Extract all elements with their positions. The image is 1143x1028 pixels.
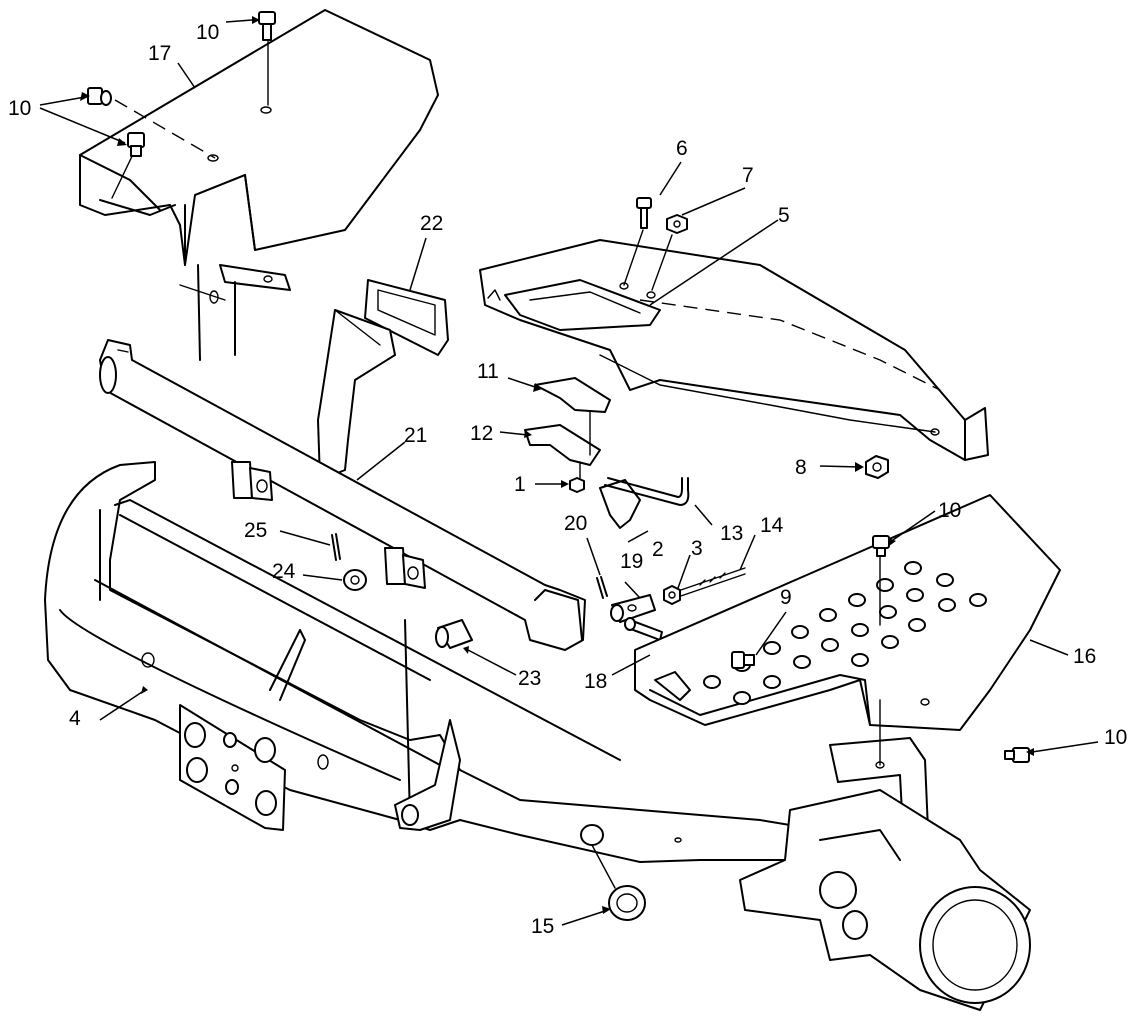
callout-1: 1 bbox=[514, 473, 526, 496]
part-13-rod bbox=[604, 477, 690, 506]
callout-4: 4 bbox=[69, 707, 81, 730]
part-14-cable bbox=[674, 567, 746, 599]
part-11-bracket bbox=[534, 377, 611, 413]
callout-8: 8 bbox=[795, 456, 807, 479]
part-25-cotter-pin bbox=[331, 533, 341, 561]
nut-1 bbox=[569, 477, 585, 493]
callout-22: 22 bbox=[420, 212, 443, 235]
callout-10-top: 10 bbox=[196, 21, 219, 44]
frame-upright-bracket bbox=[394, 719, 461, 831]
shaft-mount-right bbox=[384, 547, 426, 589]
bolt-10-top bbox=[258, 11, 276, 41]
callout-21: 21 bbox=[404, 424, 427, 447]
callout-5: 5 bbox=[778, 204, 790, 227]
pedal-arm bbox=[317, 309, 396, 481]
callout-17: 17 bbox=[148, 42, 171, 65]
part-21-shaft bbox=[99, 339, 586, 651]
callout-10-footrest: 10 bbox=[938, 499, 961, 522]
part-17-cover bbox=[79, 9, 439, 266]
part-5-plate bbox=[479, 239, 989, 461]
callout-25: 25 bbox=[244, 519, 267, 542]
part-23-pin bbox=[435, 619, 473, 649]
callout-2: 2 bbox=[652, 538, 664, 561]
callout-7: 7 bbox=[742, 164, 754, 187]
callout-16: 16 bbox=[1073, 645, 1096, 668]
callout-9: 9 bbox=[780, 586, 792, 609]
part-12-bracket bbox=[524, 424, 601, 466]
nut-3 bbox=[663, 585, 681, 605]
shaft-mount-left bbox=[231, 461, 273, 501]
leader-arrowheads bbox=[80, 16, 1034, 914]
part-22-pedal-pad bbox=[364, 279, 449, 356]
bolt-9 bbox=[731, 651, 755, 669]
callout-10-left: 10 bbox=[8, 97, 31, 120]
bolt-10-left-b bbox=[127, 132, 145, 157]
callout-20: 20 bbox=[564, 512, 587, 535]
footrest-studs bbox=[703, 561, 987, 705]
callout-12: 12 bbox=[470, 422, 493, 445]
callout-24: 24 bbox=[272, 560, 296, 583]
bolt-10-left-a bbox=[87, 87, 112, 106]
callout-15: 15 bbox=[531, 915, 554, 938]
bolt-6 bbox=[623, 197, 652, 286]
callout-11: 11 bbox=[477, 360, 499, 383]
bolt-10-footrest bbox=[872, 535, 890, 557]
part-16-footrest bbox=[634, 494, 1061, 731]
callout-19: 19 bbox=[620, 550, 643, 573]
callout-10-lower: 10 bbox=[1104, 726, 1127, 749]
nut-8 bbox=[865, 455, 889, 479]
bolt-10-lower bbox=[1004, 747, 1030, 763]
part-15-grommet bbox=[591, 844, 646, 921]
grommet-on-frame bbox=[580, 824, 604, 846]
nut-7 bbox=[651, 214, 688, 291]
part-18-clevis-pin bbox=[624, 617, 663, 641]
part-19-clevis bbox=[610, 594, 656, 623]
part-2-clip bbox=[599, 479, 641, 529]
part-24-washer bbox=[343, 569, 367, 591]
mount-bracket bbox=[179, 264, 291, 361]
callout-18: 18 bbox=[584, 670, 607, 693]
callout-14: 14 bbox=[760, 514, 784, 537]
frame-front-plate bbox=[179, 704, 286, 831]
callout-13: 13 bbox=[720, 522, 743, 545]
callout-23: 23 bbox=[518, 667, 541, 690]
callout-6: 6 bbox=[676, 137, 688, 160]
rear-axle-housing bbox=[739, 699, 1031, 1011]
part-20-cotter-pin bbox=[596, 576, 608, 599]
callout-labels: 10 17 10 22 6 7 5 11 12 21 8 1 13 14 10 … bbox=[8, 21, 1127, 938]
callout-3: 3 bbox=[691, 537, 703, 560]
leader-lines bbox=[39, 19, 1099, 926]
